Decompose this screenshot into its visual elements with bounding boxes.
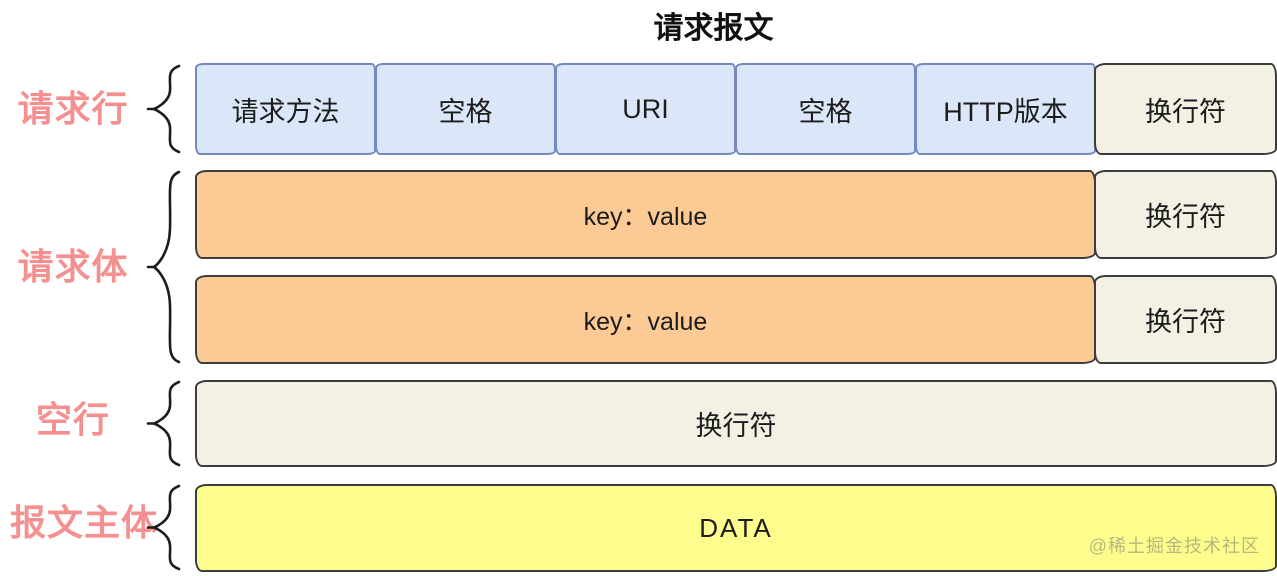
cell-newline-empty: 换行符 (195, 380, 1277, 467)
cell-header-kv-2: key：value (195, 275, 1096, 364)
cell-newline-line: 换行符 (1094, 63, 1277, 155)
curly-brace-message-body (146, 484, 181, 571)
cell-space-2: 空格 (735, 63, 916, 155)
label-request-line: 请求行 (17, 88, 129, 129)
cell-uri: URI (555, 63, 736, 155)
curly-brace-request-headers (146, 170, 181, 364)
label-request-headers: 请求体 (17, 246, 129, 287)
cell-space-1: 空格 (375, 63, 556, 155)
diagram-title: 请求报文 (653, 12, 774, 45)
cell-newline-header-2: 换行符 (1094, 275, 1277, 364)
cell-newline-header-1: 换行符 (1094, 170, 1277, 259)
cell-data: DATA (195, 484, 1277, 572)
curly-brace-empty-line (146, 380, 181, 467)
label-message-body: 报文主体 (9, 502, 158, 543)
cell-http-version: HTTP版本 (915, 63, 1096, 155)
cell-request-method: 请求方法 (195, 63, 376, 155)
curly-brace-request-line (146, 64, 181, 154)
label-empty-line: 空行 (35, 399, 110, 440)
watermark: @稀土掘金技术社区 (1088, 536, 1260, 556)
cell-header-kv-1: key：value (195, 170, 1096, 259)
